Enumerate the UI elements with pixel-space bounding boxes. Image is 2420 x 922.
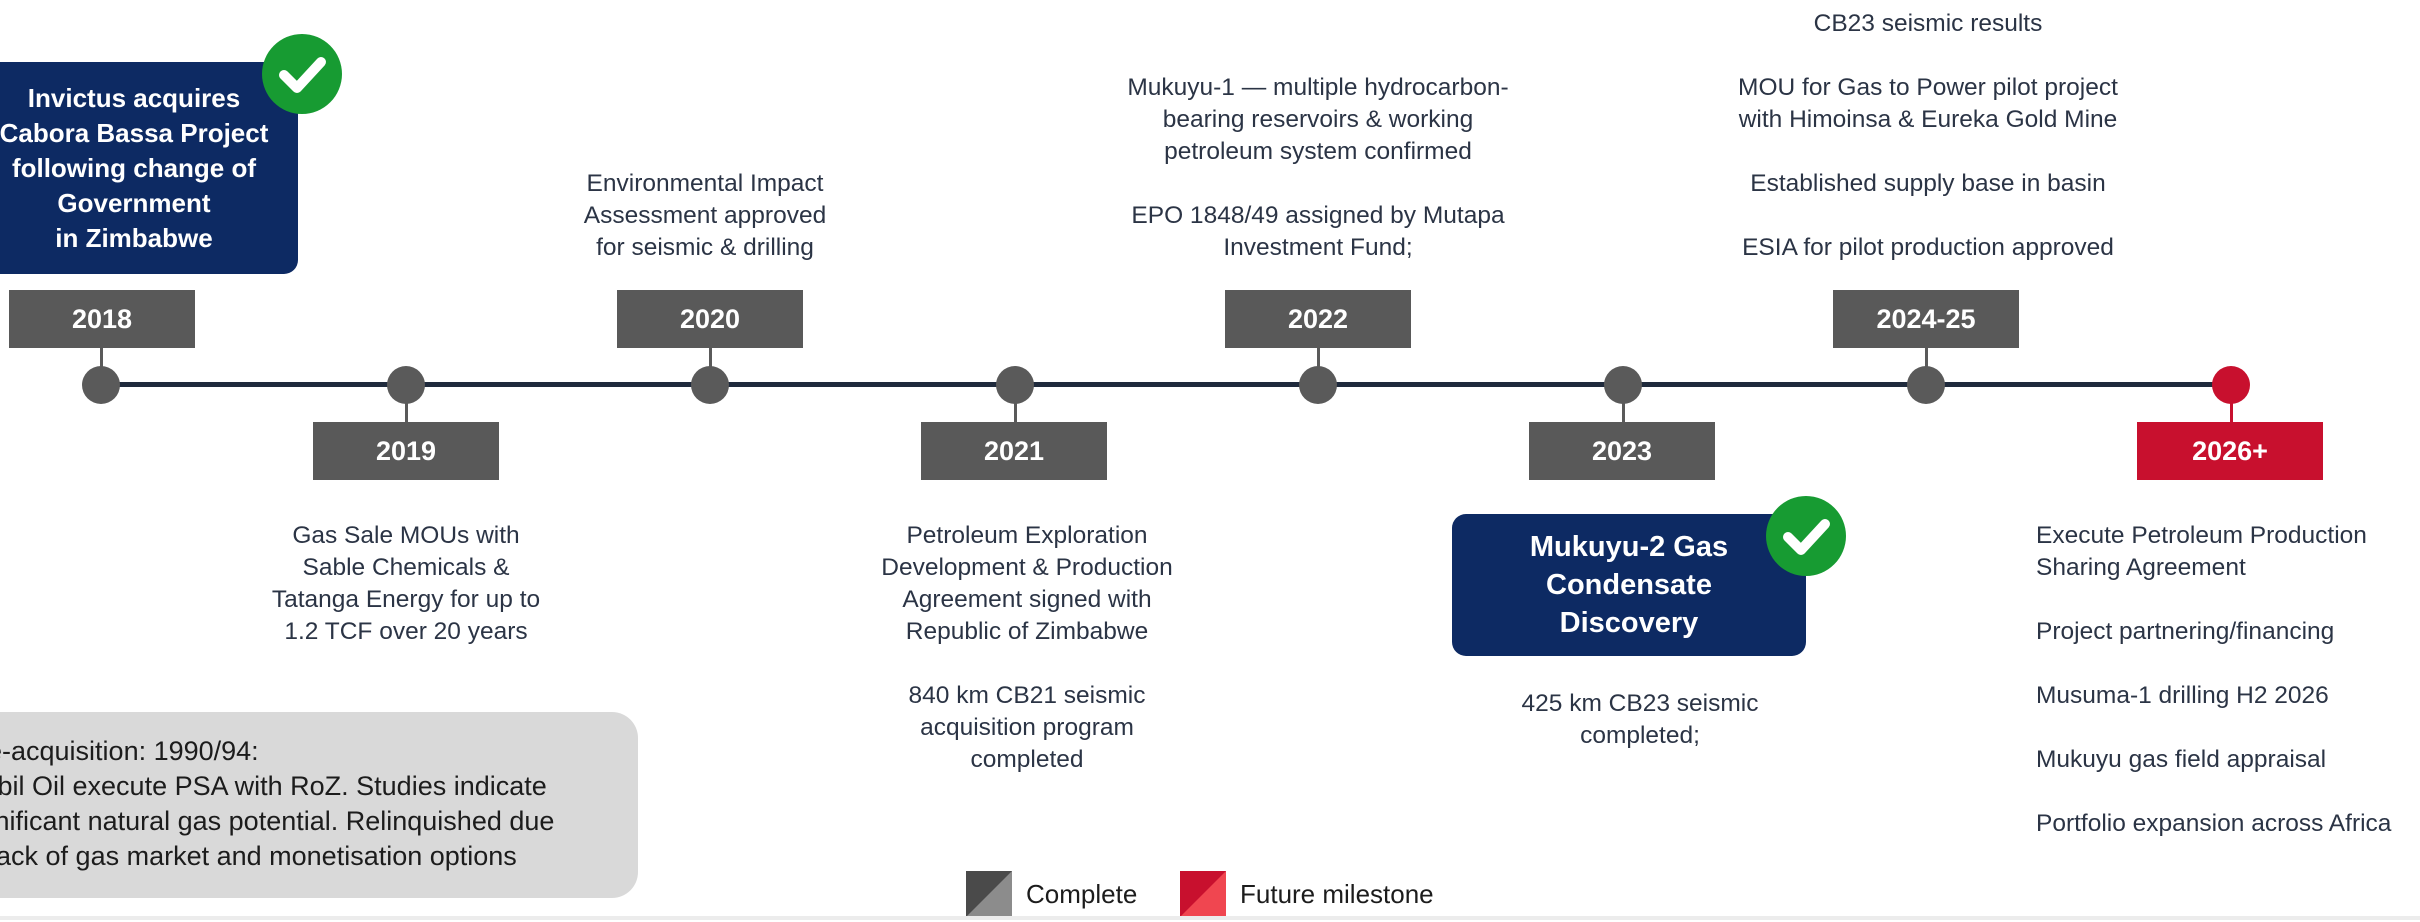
timeline-axis (100, 382, 2232, 387)
stem-2020 (709, 348, 712, 382)
check-circle-icon (1766, 496, 1846, 576)
callout-2018-acquisition: Invictus acquires Cabora Bassa Project f… (0, 62, 298, 274)
legend-future-swatch (1180, 871, 1226, 917)
milestone-text-2019: Gas Sale MOUs with Sable Chemicals & Tat… (271, 522, 541, 645)
pre-acquisition-line-4: to lack of gas market and monetisation o… (0, 841, 517, 871)
milestone-text-2023: 425 km CB23 seismic completed; (1521, 690, 1759, 749)
legend-future-label: Future milestone (1240, 879, 1434, 909)
milestone-text-2024-25: CB23 seismic results MOU for Gas to Powe… (1738, 10, 2118, 261)
check-circle-icon (262, 34, 342, 114)
year-label-2024-25: 2024-25 (1833, 290, 2019, 348)
milestone-text-2021: Petroleum Exploration Development & Prod… (881, 522, 1173, 773)
stem-2026 (2230, 387, 2233, 423)
milestone-text-2026: Execute Petroleum Production Sharing Agr… (2036, 522, 2392, 837)
pre-acquisition-box: Pre-acquisition: 1990/94: Mobil Oil exec… (0, 712, 638, 898)
year-label-2023: 2023 (1529, 422, 1715, 480)
milestone-dot-2024-25 (1907, 366, 1945, 404)
legend-complete-label: Complete (1026, 879, 1138, 909)
bottom-divider (0, 916, 2420, 920)
year-label-2021: 2021 (921, 422, 1107, 480)
stem-2019 (405, 387, 408, 423)
stem-2018 (100, 348, 103, 382)
milestone-dot-2018 (82, 366, 120, 404)
stem-2021 (1014, 387, 1017, 423)
pre-acquisition-line-1: Pre-acquisition: 1990/94: (0, 736, 259, 766)
milestone-dot-2022 (1299, 366, 1337, 404)
year-label-2022: 2022 (1225, 290, 1411, 348)
year-label-2026: 2026+ (2137, 422, 2323, 480)
year-label-2020: 2020 (617, 290, 803, 348)
year-label-2019: 2019 (313, 422, 499, 480)
pre-acquisition-line-2: Mobil Oil execute PSA with RoZ. Studies … (0, 771, 547, 801)
legend-complete-swatch (966, 871, 1012, 917)
year-label-2018: 2018 (9, 290, 195, 348)
milestone-text-2022: Mukuyu-1 — multiple hydrocarbon- bearing… (1127, 74, 1509, 261)
stem-2022 (1317, 348, 1320, 382)
milestone-dot-2020 (691, 366, 729, 404)
milestone-text-2020: Environmental Impact Assessment approved… (583, 170, 827, 261)
stem-2024-25 (1925, 348, 1928, 382)
callout-2023-discovery: Mukuyu-2 Gas Condensate Discovery (1452, 514, 1806, 656)
pre-acquisition-line-3: significant natural gas potential. Relin… (0, 806, 555, 836)
stem-2023 (1622, 387, 1625, 423)
